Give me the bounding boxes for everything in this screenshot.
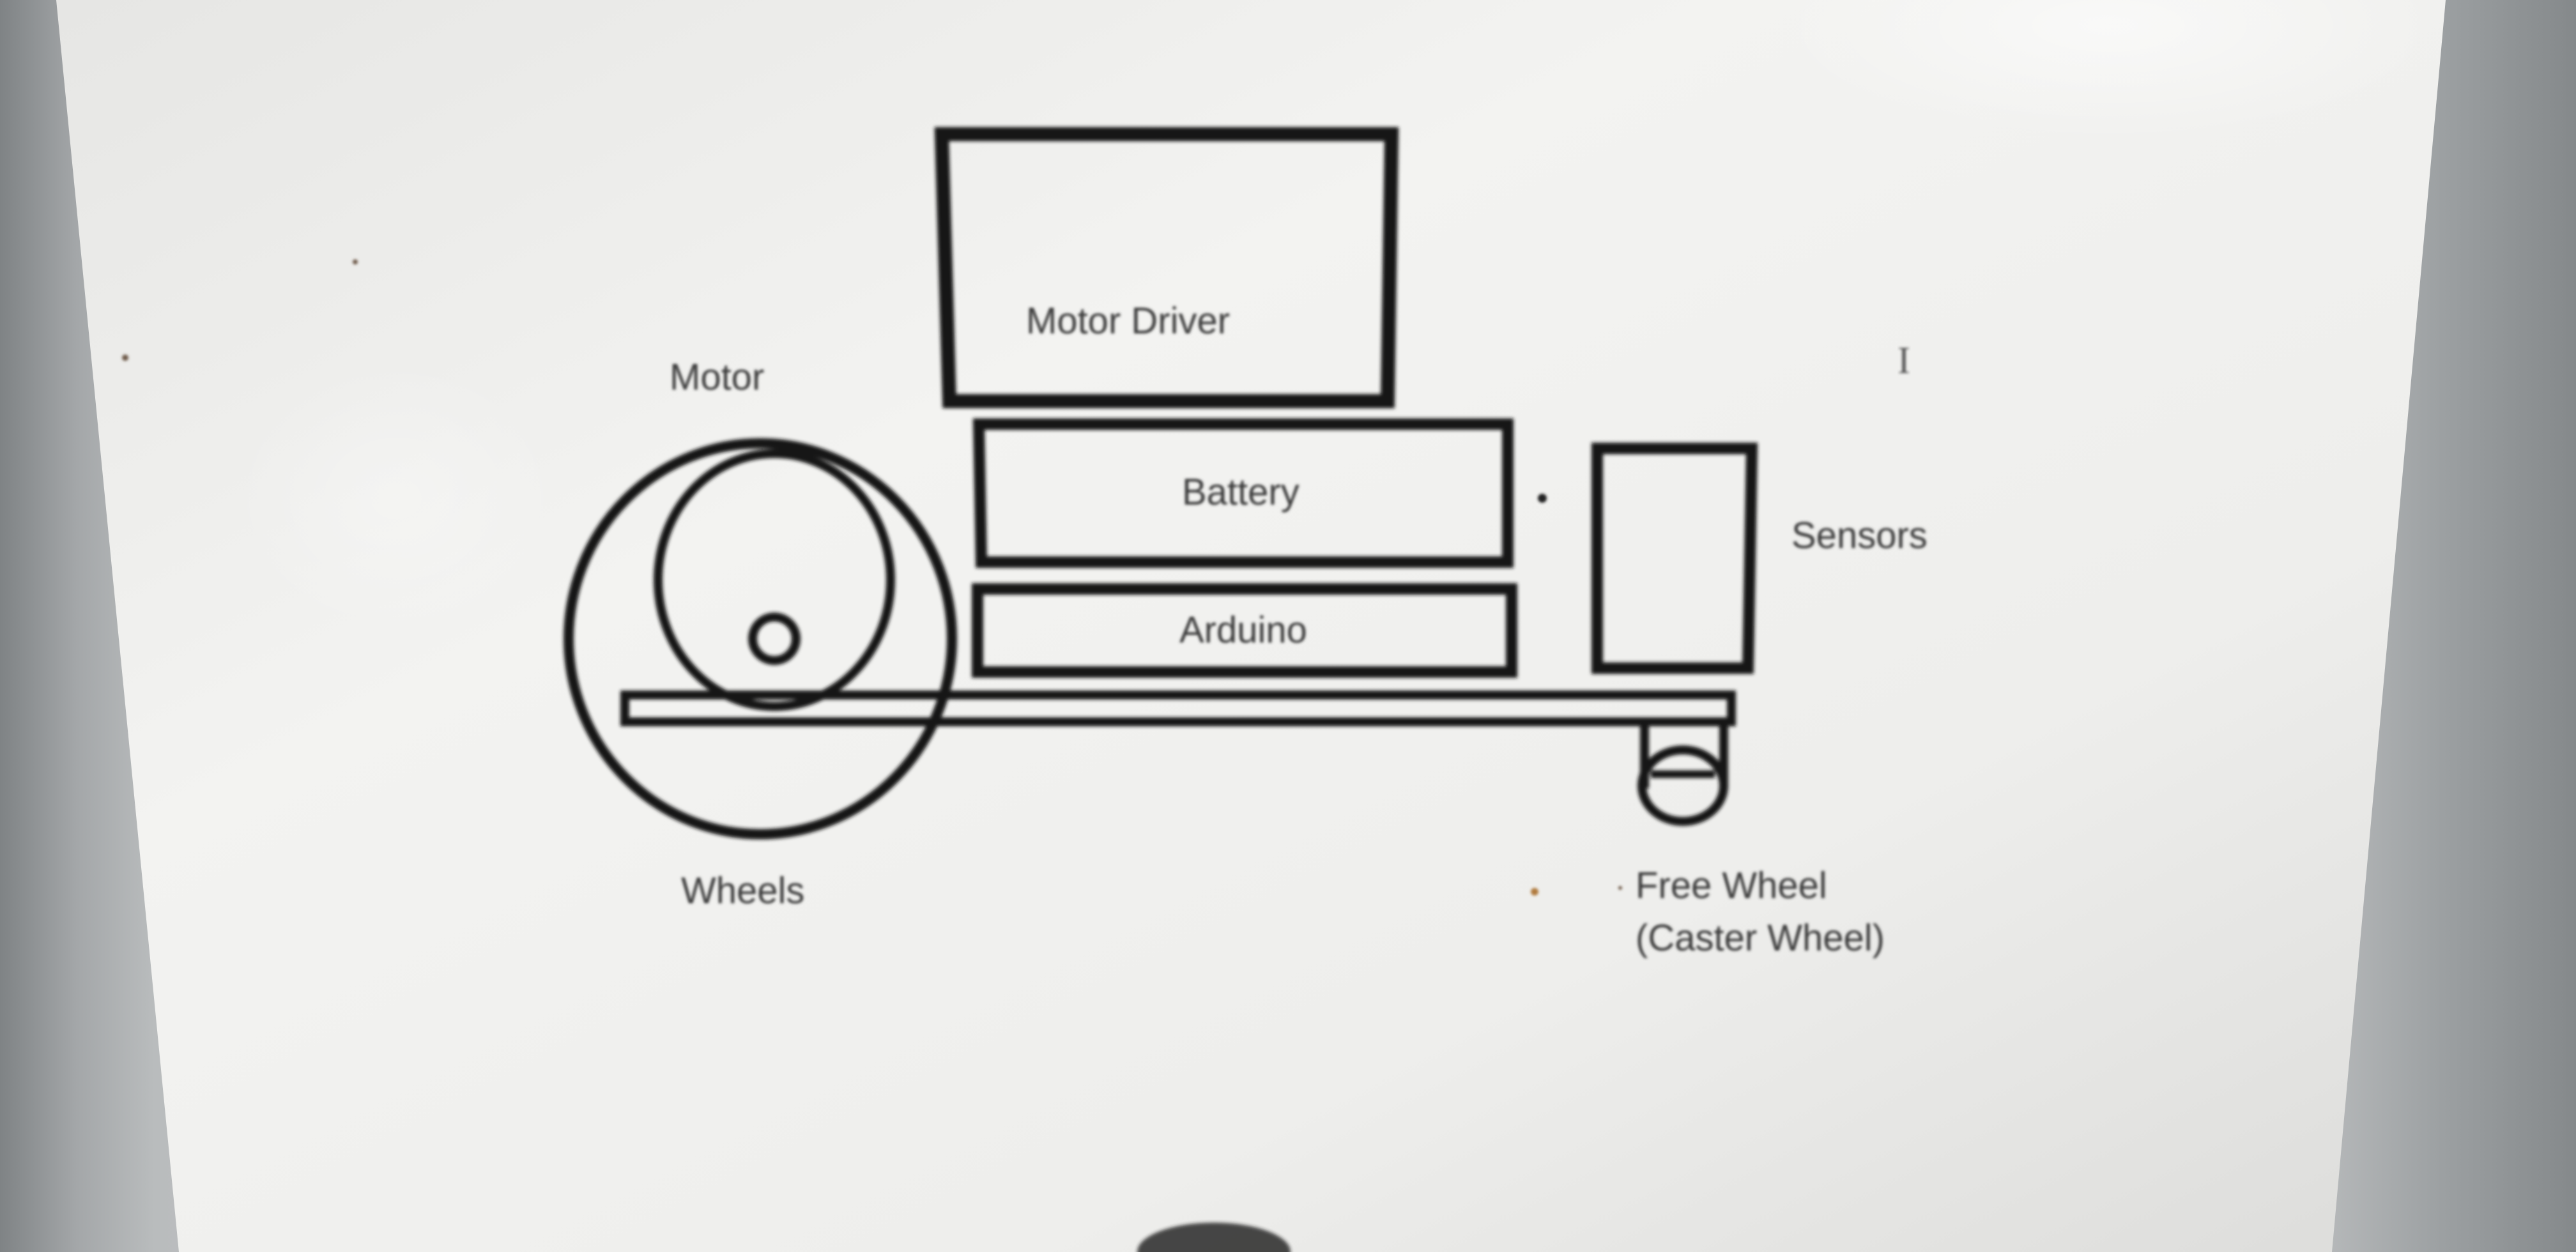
ibeam-cursor-icon: I xyxy=(1897,339,1910,381)
label-sensors: Sensors xyxy=(1791,515,1928,556)
motor-axle xyxy=(748,613,801,665)
arduino-box xyxy=(972,583,1517,678)
page-specks xyxy=(122,259,1622,896)
robot-diagram xyxy=(564,127,1758,839)
label-arduino: Arduino xyxy=(1179,609,1307,651)
label-free-wheel: Free Wheel xyxy=(1636,865,1827,906)
label-motor: Motor xyxy=(670,356,764,398)
sensors-box xyxy=(1591,443,1758,674)
wheel-circle xyxy=(564,438,957,839)
document-page xyxy=(56,0,2446,1252)
label-battery: Battery xyxy=(1182,471,1300,513)
label-motor-driver: Motor Driver xyxy=(1026,300,1230,342)
label-caster-wheel: (Caster Wheel) xyxy=(1636,917,1885,959)
screen-glare xyxy=(1776,0,2441,141)
battery-box xyxy=(972,418,1514,568)
label-wheels: Wheels xyxy=(681,870,804,912)
finger-shadow xyxy=(1137,1223,1291,1252)
caster-wheel xyxy=(1637,745,1728,826)
chassis-bar xyxy=(620,691,1736,726)
screen-glare-left xyxy=(230,358,562,639)
motor-circle xyxy=(654,449,895,711)
motor-driver-box xyxy=(934,127,1399,408)
